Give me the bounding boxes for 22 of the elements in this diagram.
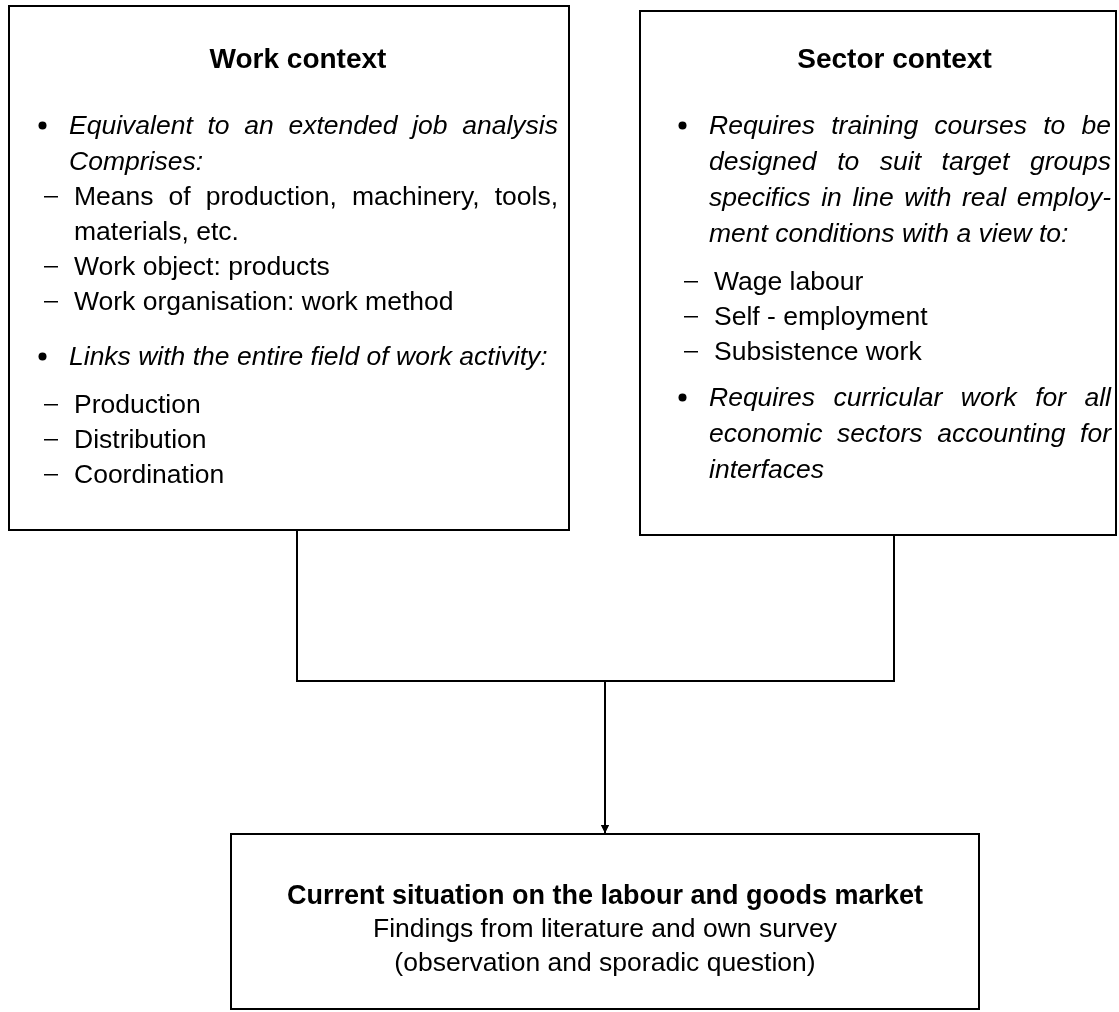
text-box bbox=[230, 833, 980, 1010]
list-item-text: Work object: products bbox=[74, 250, 330, 283]
text-box bbox=[8, 5, 570, 531]
list-item-text: Self - employment bbox=[714, 300, 928, 333]
box-text: (observation and sporadic question) bbox=[393, 946, 817, 979]
list-item-text: Work organisation: work method bbox=[74, 285, 454, 318]
box-text: Findings from literature and own survey bbox=[372, 912, 838, 945]
list-item-text: Means of production, machinery, tools, materials, etc. bbox=[74, 180, 558, 248]
connector-arrow bbox=[601, 535, 895, 834]
bullet-text: Requires training courses to be designed to suit target groups specifics in line with real employ-ment conditions with a view to: bbox=[709, 109, 1111, 250]
box-heading: Sector context bbox=[796, 45, 993, 73]
list-item-text: Distribution bbox=[74, 423, 207, 456]
list-item-text: Wage labour bbox=[714, 265, 864, 298]
text-box bbox=[639, 10, 1117, 536]
bullet-text: Requires curricular work for all economic sectors accounting for interfaces bbox=[709, 381, 1111, 486]
bullet-text: Equivalent to an extended job analysis Comprises: bbox=[69, 109, 558, 178]
box-heading: Work context bbox=[208, 45, 388, 73]
list-item-text: Subsistence work bbox=[714, 335, 922, 368]
bullet-text: Links with the entire field of work activity: bbox=[69, 340, 548, 373]
list-item-text: Coordination bbox=[74, 458, 225, 491]
box-heading: Current situation on the labour and goods market bbox=[285, 879, 924, 911]
list-item-text: Production bbox=[74, 388, 201, 421]
